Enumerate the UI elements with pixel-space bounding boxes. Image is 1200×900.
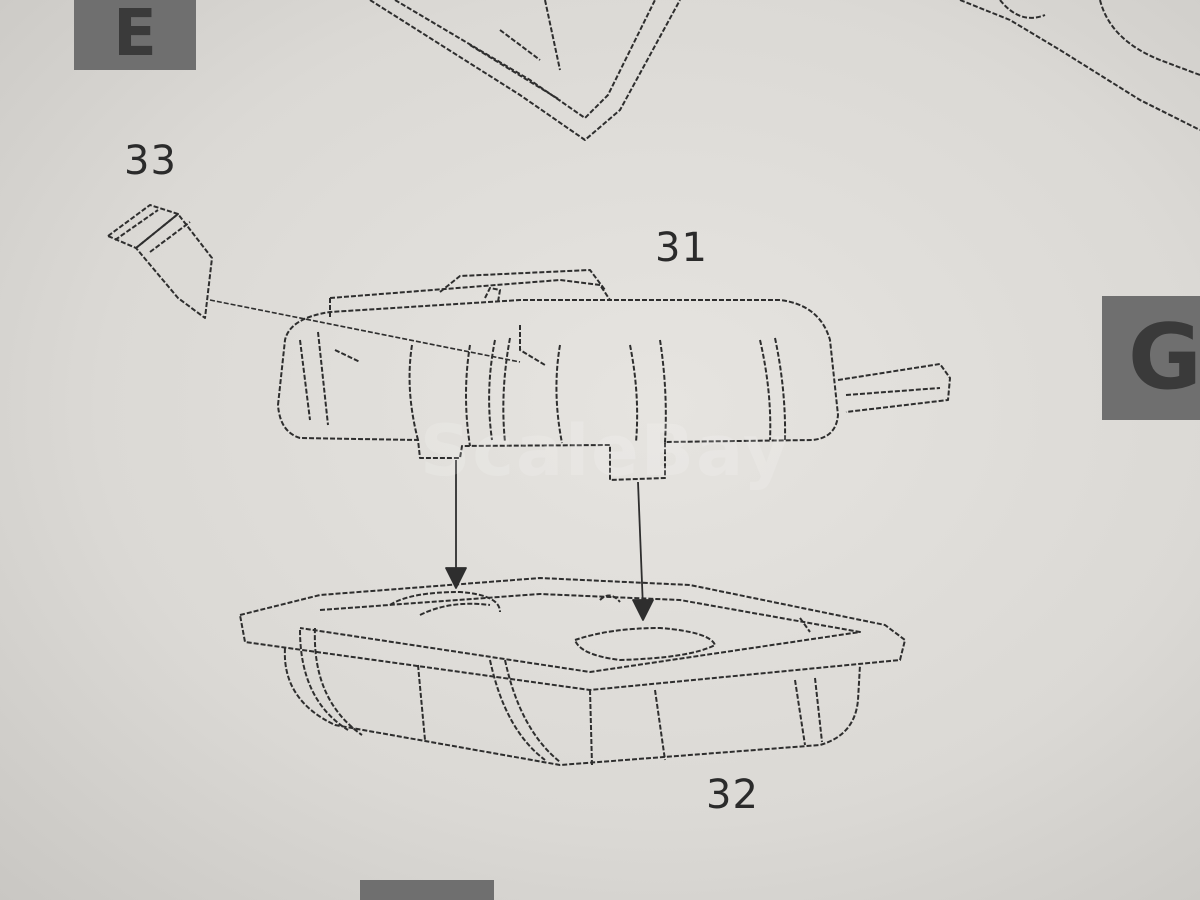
leader-line-33 [209,299,521,363]
part-33-connector [107,204,213,319]
assembly-arrows [445,460,654,621]
section-tab-bottom [360,880,494,900]
part-31-upper-housing [277,269,951,481]
section-tab-g: G [1102,296,1200,420]
part-number-33: 33 [124,138,177,184]
watermark: ScaleBay [420,410,791,492]
part-number-32: 32 [706,772,759,818]
section-tab-e: E [74,0,196,70]
top-frame-part [369,0,1200,141]
part-32-lower-tray [239,577,906,766]
part-number-31: 31 [655,225,708,271]
